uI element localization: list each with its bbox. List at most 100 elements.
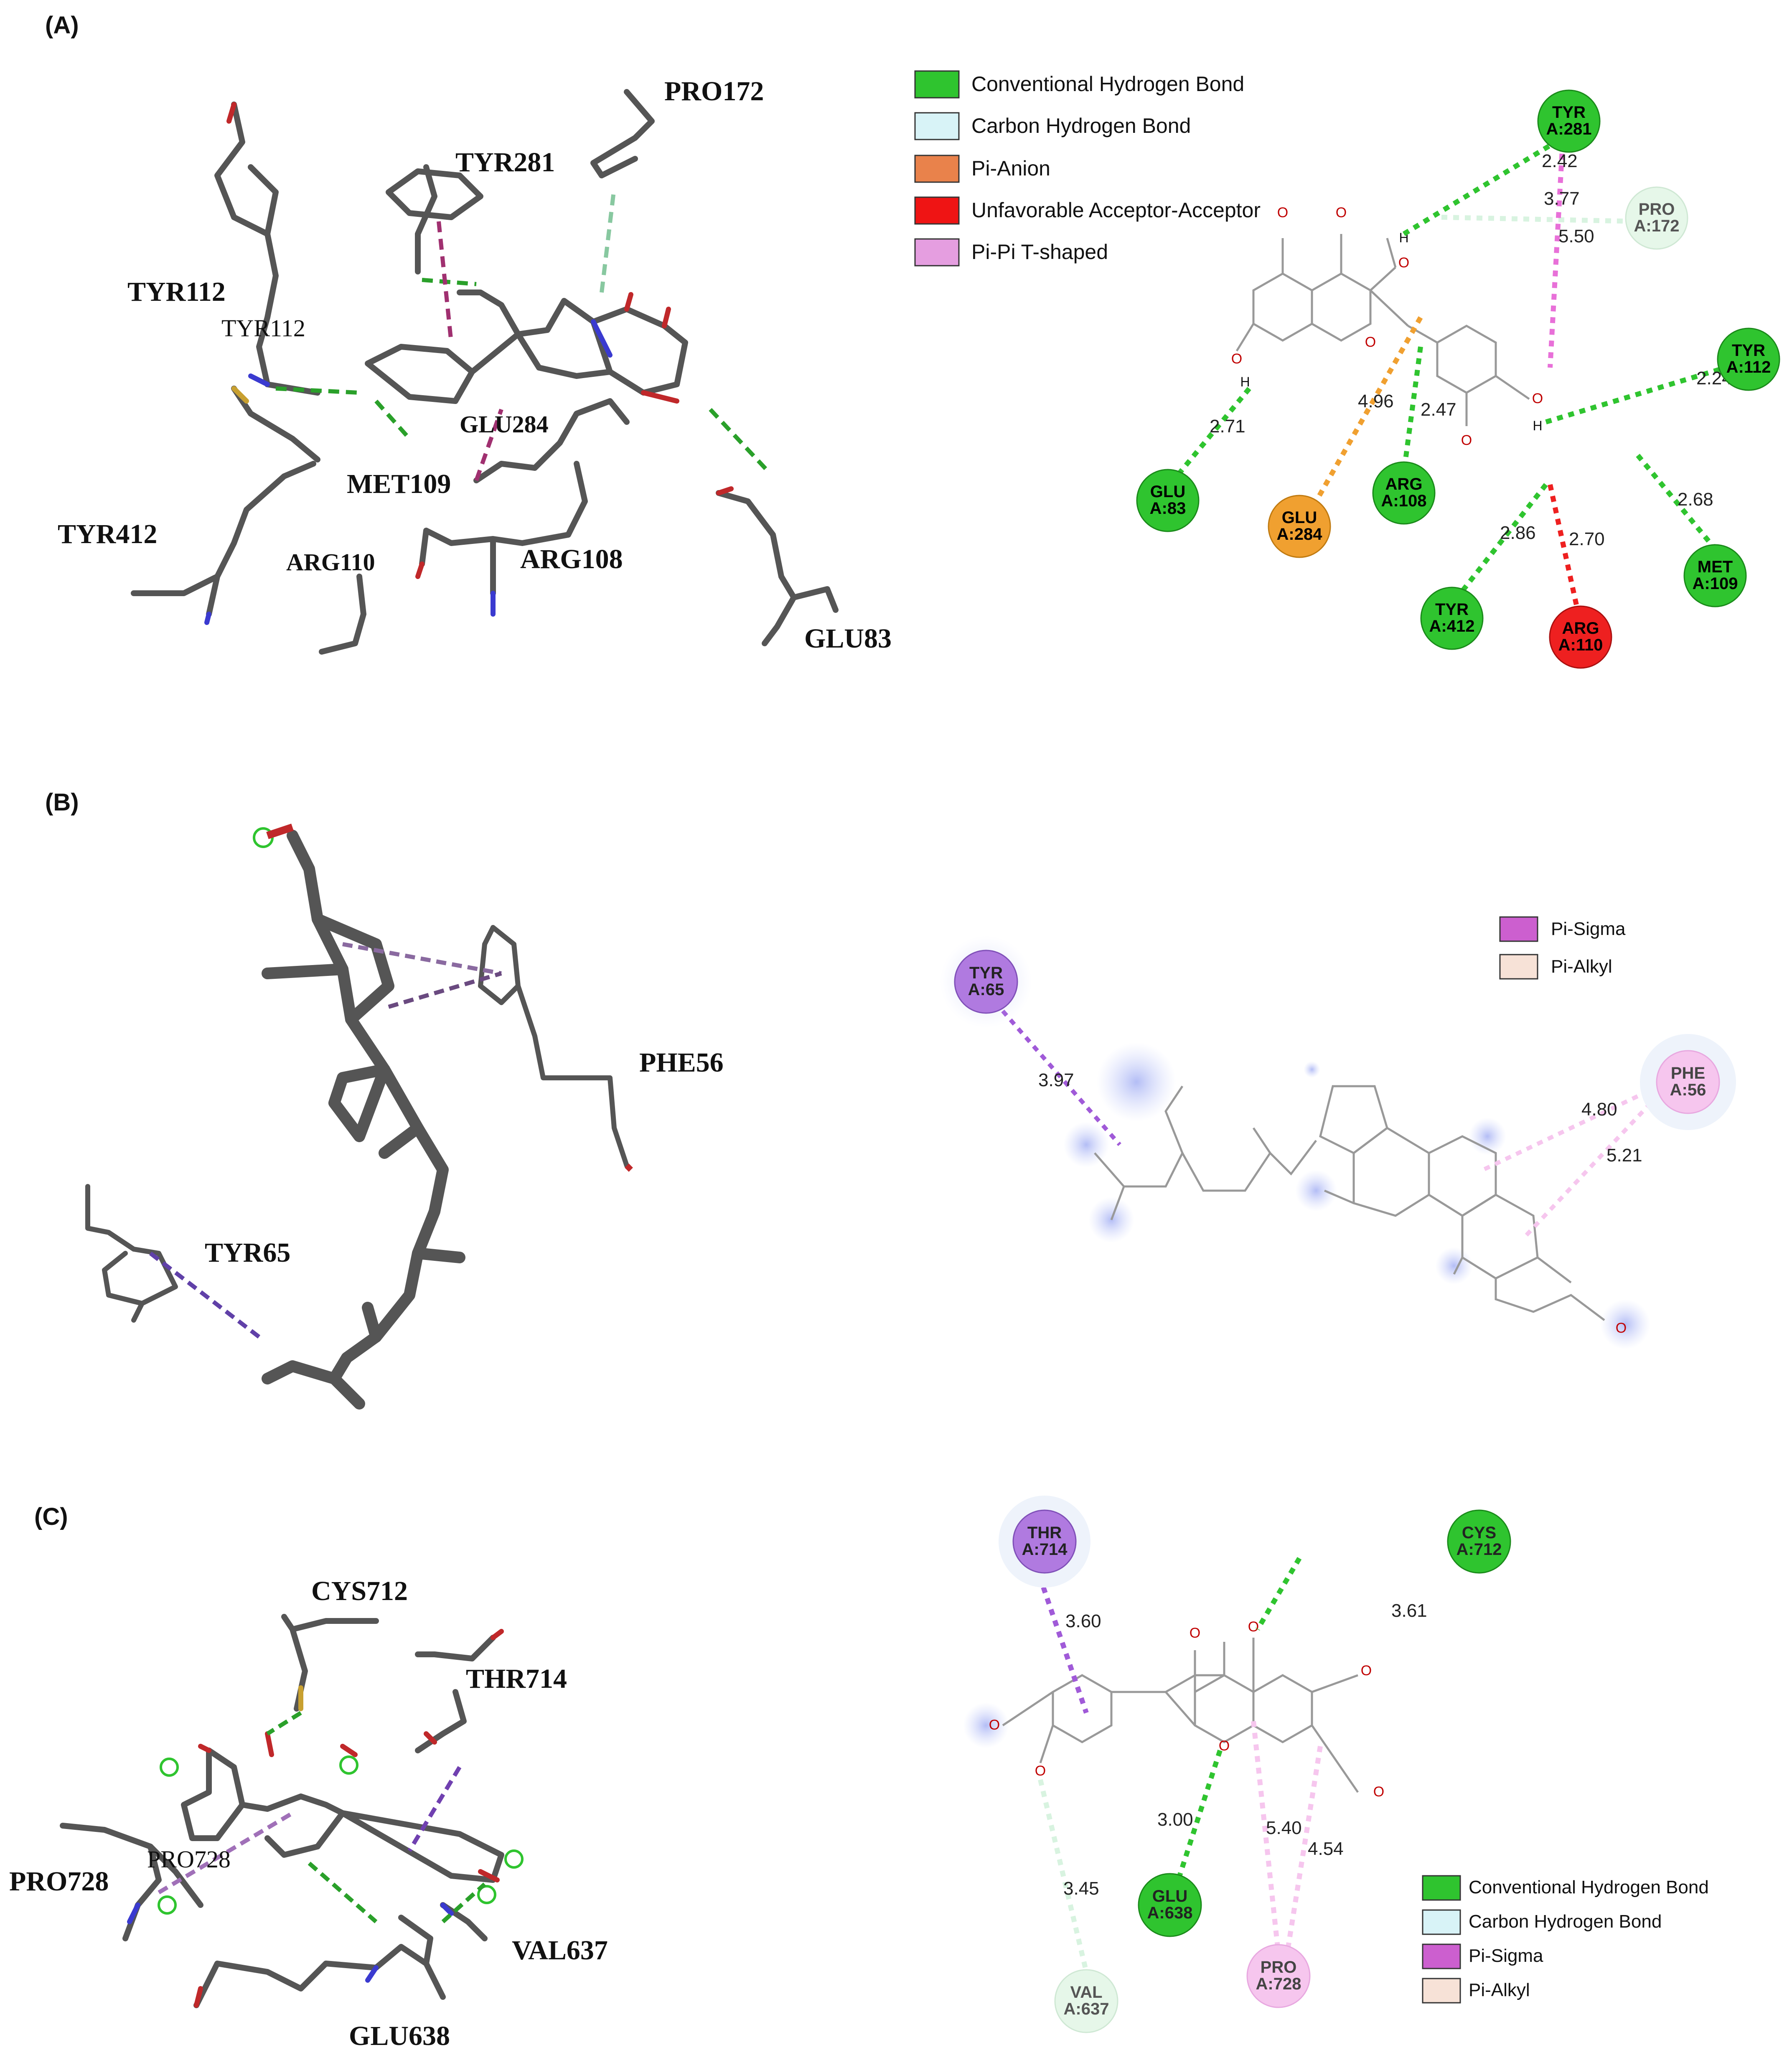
legend-swatch-unfavorable bbox=[914, 196, 960, 225]
bond-pro728-b bbox=[1284, 1746, 1323, 1956]
atom-h: H bbox=[1533, 418, 1542, 433]
legend-label-carbon-hbond: Carbon Hydrogen Bond bbox=[1469, 1911, 1662, 1932]
tyr112-sticks bbox=[214, 102, 320, 396]
residue-label-arg108: ARG108 bbox=[520, 544, 623, 574]
node-chain: A:172 bbox=[1634, 217, 1680, 235]
legend-swatch-pi-pi bbox=[914, 238, 960, 267]
panel-b-residue-nodes: TYR A:65 PHE A:56 bbox=[940, 936, 1736, 1130]
tyr281-sticks bbox=[386, 164, 483, 274]
node-cys712: CYS A:712 bbox=[1447, 1509, 1511, 1574]
node-tyr281: TYR A:281 bbox=[1537, 89, 1601, 153]
tyr412-sticks bbox=[131, 461, 316, 617]
node-pro728: PRO A:728 bbox=[1246, 1944, 1311, 2008]
legend-label-pi-sigma: Pi-Sigma bbox=[1551, 919, 1626, 939]
node-residue: GLU bbox=[1150, 483, 1185, 501]
atom-o: O bbox=[989, 1717, 1000, 1733]
bond-glu284 bbox=[1314, 316, 1423, 503]
legend-swatch-pi-alkyl bbox=[1422, 1978, 1461, 2004]
legend-swatch-pi-sigma bbox=[1422, 1943, 1461, 1969]
panel-a-3d-interactions bbox=[275, 188, 770, 481]
node-chain: A:109 bbox=[1693, 574, 1738, 593]
ligand-sticks bbox=[365, 290, 688, 404]
legend-label-unfavorable: Unfavorable Acceptor-Acceptor bbox=[971, 198, 1261, 222]
node-residue: ARG bbox=[1385, 475, 1423, 493]
atom-o: O bbox=[1365, 334, 1376, 350]
atom-o: O bbox=[1361, 1663, 1372, 1679]
bond-phe56-b bbox=[1523, 1093, 1660, 1238]
node-residue: VAL bbox=[1070, 1983, 1102, 2002]
legend-label-pi-alkyl: Pi-Alkyl bbox=[1469, 1980, 1530, 2000]
node-tyr65: TYR A:65 bbox=[954, 950, 1018, 1014]
distance-label: 4.54 bbox=[1308, 1839, 1344, 1859]
node-chain: A:110 bbox=[1558, 636, 1603, 654]
distance-label: 2.86 bbox=[1500, 523, 1536, 543]
ligand-c-atoms: O O O O O O O bbox=[989, 1619, 1384, 1800]
arg110-sticks bbox=[319, 574, 366, 655]
phe56-sticks bbox=[478, 925, 629, 1168]
panel-a-2d-interactions bbox=[1168, 135, 1726, 619]
residue-label-val637: VAL637 bbox=[512, 1935, 608, 1966]
residue-label-arg110: ARG110 bbox=[286, 549, 375, 576]
atom-o: O bbox=[1373, 1784, 1384, 1800]
sterol-backbone-sticks bbox=[262, 830, 449, 1384]
residue-label-tyr281: TYR281 bbox=[455, 147, 555, 178]
panel-a-3d-view bbox=[131, 89, 839, 655]
panel-c-3d-heteroatoms bbox=[127, 1629, 504, 2008]
ligand-a-skeleton bbox=[1235, 234, 1530, 426]
residue-label-tyr112: TYR112 bbox=[127, 277, 226, 307]
node-glu638: GLU A:638 bbox=[1138, 1873, 1202, 1937]
node-tyr112: TYR A:112 bbox=[1717, 328, 1780, 391]
panel-b-halos bbox=[1063, 1042, 1650, 1349]
bond-pro172 bbox=[1441, 215, 1638, 224]
node-residue: TYR bbox=[1552, 103, 1586, 122]
distance-label: 3.97 bbox=[1038, 1070, 1074, 1090]
legend-swatch-pi-sigma bbox=[1499, 916, 1538, 942]
panel-b-2d-diagram: O 3.97 4.80 5.21 TYR A:65 bbox=[940, 936, 1736, 1349]
bond-val637 bbox=[1038, 1779, 1089, 1973]
panel-c: (C) bbox=[9, 1496, 1709, 2051]
residue-label-pro728: PRO728 bbox=[9, 1866, 109, 1897]
node-residue: PHE bbox=[1671, 1064, 1705, 1082]
node-residue: CYS bbox=[1462, 1524, 1496, 1542]
legend-swatch-pi-alkyl bbox=[1499, 954, 1538, 980]
node-residue: GLU bbox=[1282, 508, 1317, 527]
glu83-sticks bbox=[716, 490, 839, 646]
atom-o: O bbox=[1231, 351, 1242, 367]
node-chain: A:83 bbox=[1150, 499, 1186, 518]
ligand-b-skeleton bbox=[1094, 1085, 1605, 1321]
node-phe56: PHE A:56 bbox=[1656, 1050, 1720, 1114]
panel-a-label: (A) bbox=[45, 12, 79, 39]
node-chain: A:112 bbox=[1726, 358, 1771, 376]
ligand-c-halo bbox=[963, 1702, 1009, 1748]
panel-c-2d-diagram: O O O O O O O 3.61 3.60 3.00 5.40 bbox=[963, 1496, 1511, 2033]
legend-label-carbon-hbond: Carbon Hydrogen Bond bbox=[971, 114, 1191, 137]
panel-b-legend: Pi-Sigma Pi-Alkyl bbox=[1499, 916, 1626, 980]
arg108-sticks bbox=[419, 398, 630, 596]
node-chain: A:412 bbox=[1429, 617, 1475, 635]
node-chain: A:712 bbox=[1456, 1540, 1502, 1559]
distance-label: 4.96 bbox=[1358, 391, 1394, 412]
bond-cys712 bbox=[1255, 1557, 1302, 1631]
legend-label-pi-alkyl: Pi-Alkyl bbox=[1551, 956, 1612, 977]
bond-tyr412 bbox=[1452, 483, 1548, 603]
node-chain: A:56 bbox=[1670, 1081, 1706, 1099]
node-chain: A:637 bbox=[1064, 2000, 1109, 2018]
atom-o: O bbox=[1616, 1320, 1627, 1336]
atom-o: O bbox=[1190, 1625, 1200, 1641]
distance-label: 4.80 bbox=[1581, 1099, 1617, 1120]
atom-o: O bbox=[1398, 255, 1409, 271]
legend-swatch-conventional-hbond bbox=[914, 70, 960, 99]
node-chain: A:281 bbox=[1546, 120, 1592, 138]
node-residue: MET bbox=[1698, 558, 1733, 576]
bond-glu83 bbox=[1168, 387, 1251, 486]
panel-b-3d-sidechains bbox=[85, 925, 629, 1323]
residue-label-glu284: GLU284 bbox=[460, 411, 549, 438]
residue-label-phe56: PHE56 bbox=[639, 1047, 724, 1078]
phe56-oxygen bbox=[625, 1163, 633, 1172]
residue-label-thr714: THR714 bbox=[466, 1664, 567, 1694]
node-tyr412: TYR A:412 bbox=[1420, 587, 1484, 650]
panel-a-legend: Conventional Hydrogen Bond Carbon Hydrog… bbox=[914, 70, 1261, 267]
panel-c-residue-nodes: THR A:714 CYS A:712 GLU A:638 PRO A:728 bbox=[999, 1496, 1511, 2033]
distance-label: 3.60 bbox=[1065, 1611, 1101, 1631]
